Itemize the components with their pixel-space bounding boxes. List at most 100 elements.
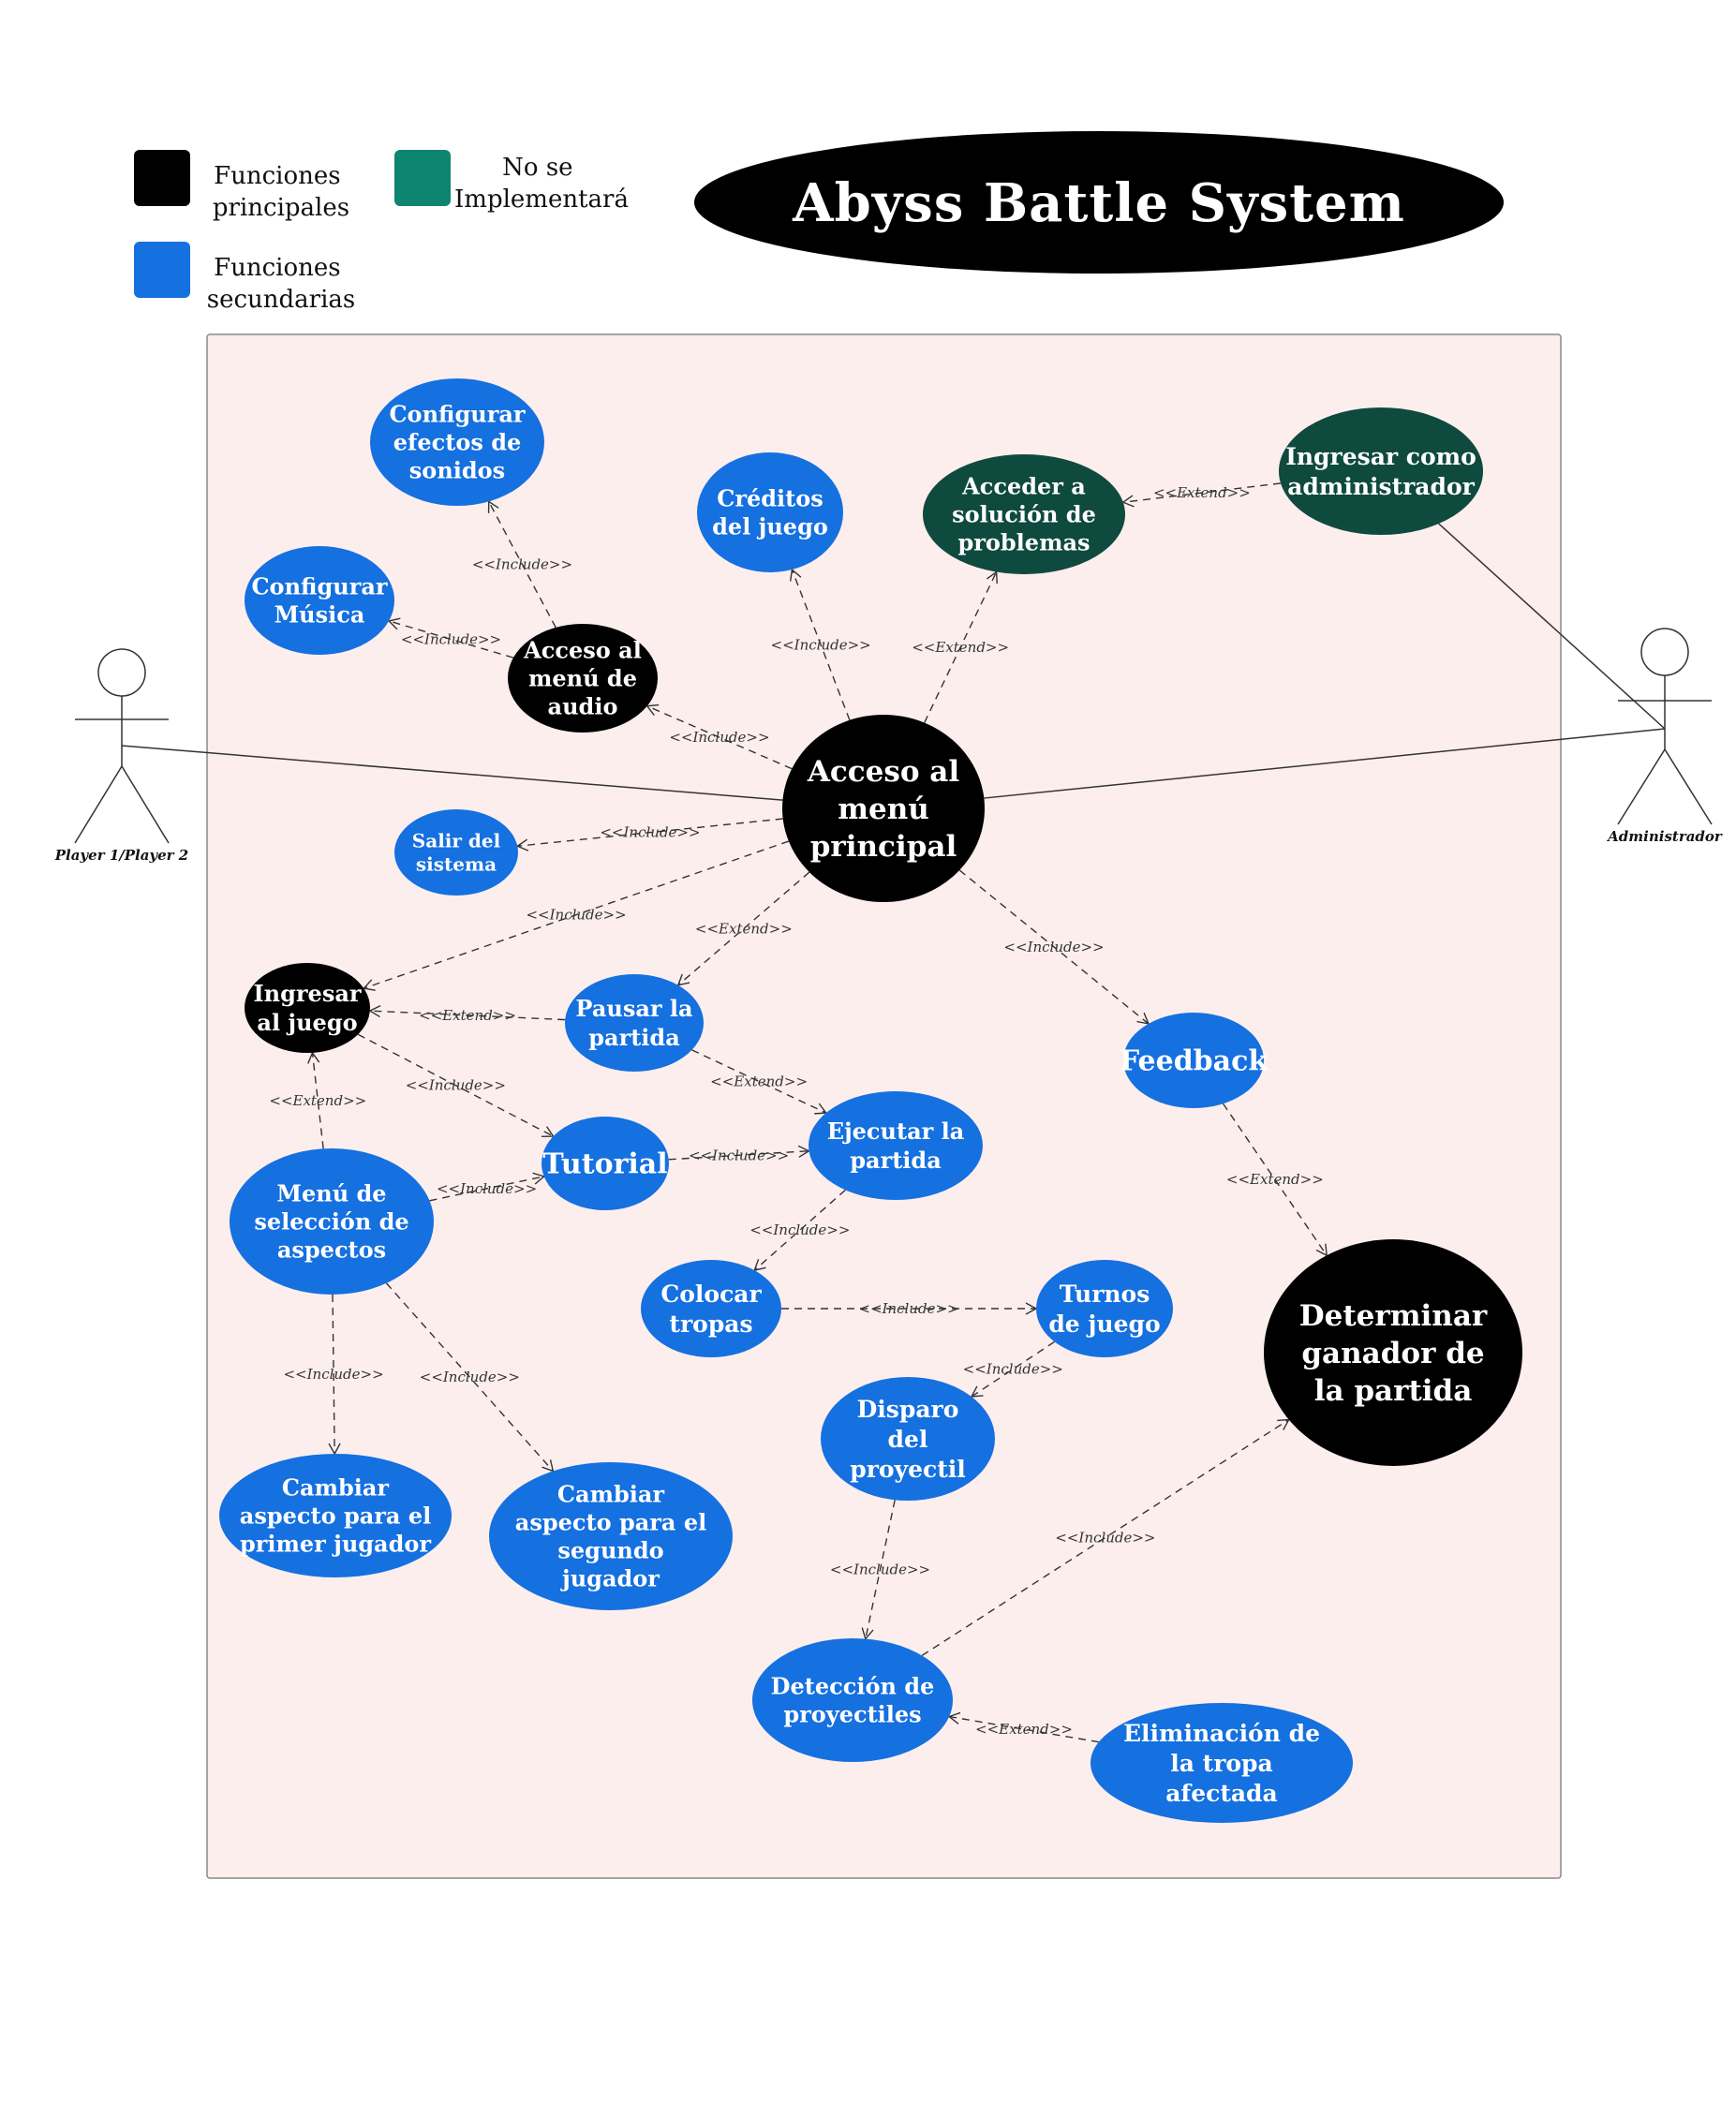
relation-label: <<Extend>> (419, 1007, 516, 1024)
use-case-ellipse (219, 1454, 452, 1577)
use-case-label-line: la tropa (1170, 1750, 1272, 1777)
use-case-label-line: proyectil (850, 1456, 966, 1483)
association-player-menu_principal (121, 745, 783, 801)
use-case-ellipse (1264, 1239, 1522, 1466)
use-case-label-line: aspecto para el (515, 1508, 706, 1535)
relation-arrow (676, 871, 810, 986)
use-case-label-line: Cambiar (557, 1480, 664, 1507)
relation-label: <<Extend>> (1153, 484, 1251, 501)
use-case-label: Tutorial (542, 1148, 667, 1181)
use-case-label-line: tropas (669, 1310, 752, 1338)
relation-label: <<Include>> (472, 556, 572, 573)
use-case-label-line: primer jugador (240, 1530, 431, 1557)
actor-player-head (97, 648, 146, 697)
use-case-ellipse (370, 378, 544, 506)
use-case-label-line: Acceso al (523, 636, 642, 663)
use-case-label-line: Acceso al (807, 755, 959, 789)
relation-menu_audio-to-config_efectos: <<Include>> (472, 500, 572, 629)
use-case-label-line: Cambiar (282, 1473, 389, 1501)
use-case-label-line: problemas (957, 528, 1090, 555)
use-case-label-line: solución de (952, 500, 1096, 527)
use-case-ellipse (489, 1462, 733, 1610)
relation-eliminacion-to-deteccion: <<Extend>> (947, 1711, 1099, 1743)
relations: <<Include>> <<Include>> <<Include>> <<Inclu… (269, 482, 1328, 1743)
use-case-label-line: Configurar (251, 572, 387, 600)
relation-pausar-to-ejecutar: <<Extend>> (691, 1049, 828, 1115)
title-ellipse (694, 131, 1504, 274)
relation-menu_aspectos-to-aspecto_p1: <<Include>> (283, 1294, 384, 1456)
relation-label: <<Include>> (283, 1366, 383, 1383)
use-case-label-line: principal (810, 830, 957, 864)
relation-label: <<Include>> (749, 1221, 850, 1238)
actor-admin[interactable]: Administrador (1606, 628, 1723, 845)
use-case-label-line: jugador (560, 1564, 660, 1591)
actor-player-leg-right (121, 765, 170, 844)
use-case-ellipse (641, 1260, 781, 1357)
actor-admin-leg-right (1664, 748, 1713, 825)
relation-arrow (328, 1294, 341, 1456)
actor-player[interactable]: Player 1/Player 2 (54, 648, 189, 864)
relation-label: <<Include>> (401, 631, 501, 648)
use-case-label-line: selección de (254, 1207, 408, 1235)
relation-label: <<Include>> (963, 1361, 1063, 1378)
use-case-label-line: Colocar (660, 1281, 762, 1308)
relation-arrow (645, 703, 793, 770)
relation-label: <<Include>> (406, 1077, 506, 1094)
use-case-label-line: segundo (557, 1536, 663, 1563)
use-case-label-line: menú de (528, 664, 637, 691)
relation-arrow (924, 570, 998, 723)
actor-admin-head (1640, 628, 1689, 676)
use-case-label-line: Turnos (1060, 1281, 1150, 1308)
relation-label: <<Extend>> (975, 1721, 1073, 1738)
use-case-label-line: Música (274, 600, 365, 628)
use-case-ellipse (230, 1148, 434, 1295)
use-case-label-line: menú (838, 792, 929, 826)
use-case-label-line: Acceder a (961, 472, 1086, 499)
use-case-label-line: de juego (1048, 1310, 1160, 1338)
relation-label: <<Include>> (1055, 1529, 1155, 1546)
use-case-ellipse (782, 715, 985, 902)
use-case-ellipse (542, 1117, 669, 1210)
use-case-label-line: Créditos (717, 484, 823, 511)
use-case-label-line: sonidos (409, 456, 505, 483)
use-case-label-line: Feedback (1120, 1045, 1269, 1078)
use-case-label-line: Ingresar (253, 980, 361, 1007)
use-case-feedback[interactable]: Feedback (1120, 1013, 1269, 1108)
relation-menu_principal-to-ingresar: <<Include>> (362, 840, 790, 991)
relation-ejecutar-to-colocar: <<Include>> (749, 1189, 850, 1272)
use-case-tutorial[interactable]: Tutorial (542, 1117, 669, 1210)
